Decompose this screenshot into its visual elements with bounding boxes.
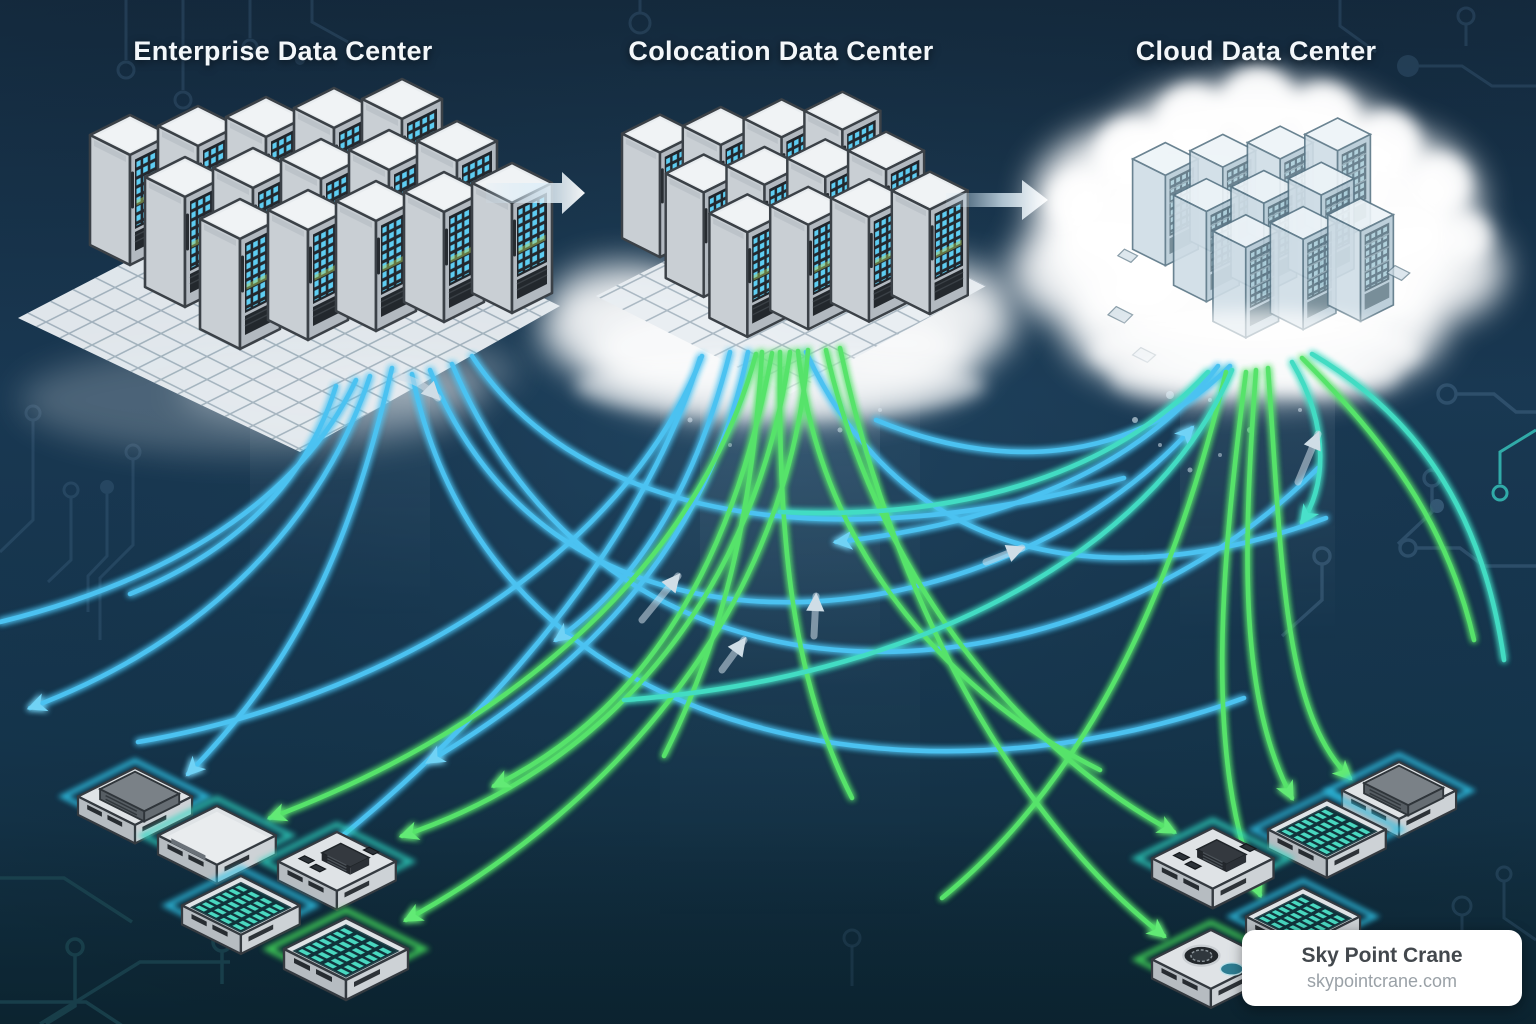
arrow-right-icon [946, 180, 1048, 220]
watermark-domain: skypointcrane.com [1306, 971, 1458, 991]
flow-teal-lines [621, 351, 1507, 703]
transition-arrows [486, 172, 1048, 220]
direction-arrow-icon [806, 592, 825, 640]
watermark-card: Sky Point Crane skypointcrane.com [1242, 930, 1522, 1006]
server-rack [890, 170, 970, 316]
direction-arrows [392, 372, 1322, 674]
flow-green-lines [266, 345, 1477, 939]
direction-arrow-icon [1294, 430, 1322, 486]
arrow-right-icon [486, 172, 585, 214]
direction-arrow-icon [638, 572, 682, 624]
flow-blue-lines [0, 349, 1329, 877]
migration-flow-lines [0, 345, 1507, 939]
enterprise-datacenter-title: Enterprise Data Center [133, 36, 433, 66]
direction-arrow-icon [982, 544, 1026, 566]
direction-arrow-icon [392, 372, 442, 402]
cloud-datacenter-title: Cloud Data Center [1135, 36, 1377, 66]
colocation-datacenter-title: Colocation Data Center [628, 36, 934, 66]
direction-arrow-icon [718, 636, 748, 674]
virtual-server-rack [1326, 197, 1395, 323]
watermark-title: Sky Point Crane [1301, 944, 1463, 967]
